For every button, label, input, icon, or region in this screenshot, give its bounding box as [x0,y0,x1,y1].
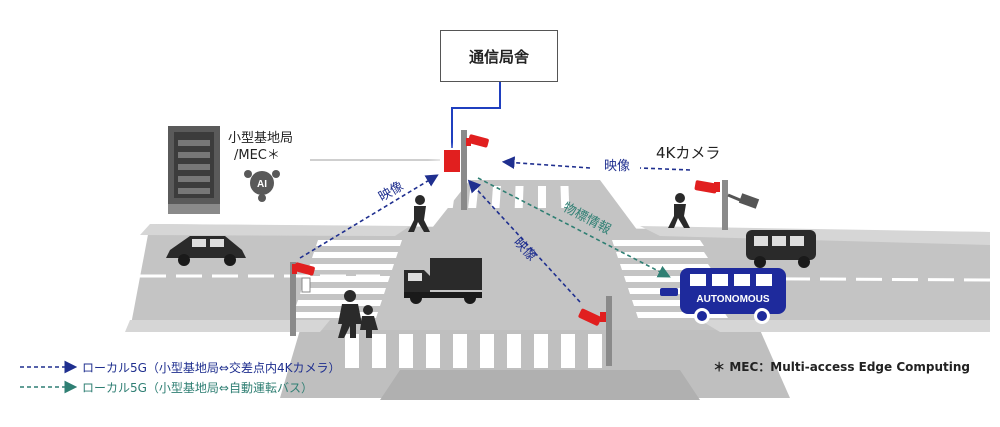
right-camera-pole [694,180,759,230]
camera-label: 4Kカメラ [656,142,720,163]
video-link-right-b [640,168,690,170]
base-station-label: 小型基地局 /MEC＊ [228,130,293,164]
pedestrian-right [668,193,690,228]
pedestrian-top-left [408,195,430,232]
base-station-label-line2: /MEC＊ [228,147,293,164]
camera-icon-central [466,134,489,148]
base-station-label-line1: 小型基地局 [228,130,293,147]
video-link-right-a [505,162,590,168]
ai-badge: AI [244,170,280,202]
video-label-right: 映像 [604,159,630,174]
bus-label: AUTONOMOUS [696,294,769,305]
telecom-building-label: 通信局舎 [469,46,529,67]
camera-icon-right [694,180,720,194]
mec-footnote: ＊ MEC：Multi-access Edge Computing [713,358,970,375]
base-station-box [444,150,460,172]
video-label-left: 映像 [376,179,406,205]
legend-item-bus: ローカル5G（小型基地局⇔自動運転バス） [20,379,313,396]
telecom-building: 通信局舎 [440,30,558,82]
ai-badge-label: AI [257,179,267,190]
legend-item-camera-text: ローカル5G（小型基地局⇔交差点内4Kカメラ） [82,361,341,375]
base-station-equipment [168,126,220,214]
legend-item-camera: ローカル5G（小型基地局⇔交差点内4Kカメラ） [20,359,341,376]
legend-item-bus-text: ローカル5G（小型基地局⇔自動運転バス） [82,381,313,395]
